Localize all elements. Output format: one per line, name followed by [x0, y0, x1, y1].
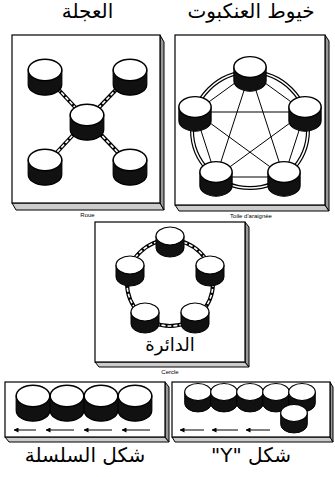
panel-caption: Cercle	[95, 369, 245, 376]
wheel-panel	[12, 35, 164, 210]
panel-title: شكل "Y"	[172, 444, 330, 467]
chain-panel	[5, 382, 169, 442]
panel-caption: Toile d'araignée	[172, 213, 330, 220]
panel: شكل "Y"	[172, 380, 330, 477]
circle-panel	[95, 222, 249, 367]
panel: شكل السلسلة	[5, 380, 165, 477]
panel-title: العجلة	[10, 0, 165, 23]
y-panel	[172, 382, 333, 442]
panel: خيوط العنكبوت Toile d'araignée	[172, 0, 330, 222]
panel: الدائرة Cercle	[95, 222, 245, 380]
web-panel	[175, 35, 329, 211]
panel-title: شكل السلسلة	[5, 444, 165, 467]
panel-caption: Roue	[10, 212, 165, 219]
panel-title: خيوط العنكبوت	[172, 0, 330, 23]
panel-title: الدائرة	[95, 335, 245, 356]
panel: العجلة Roue	[10, 0, 165, 222]
